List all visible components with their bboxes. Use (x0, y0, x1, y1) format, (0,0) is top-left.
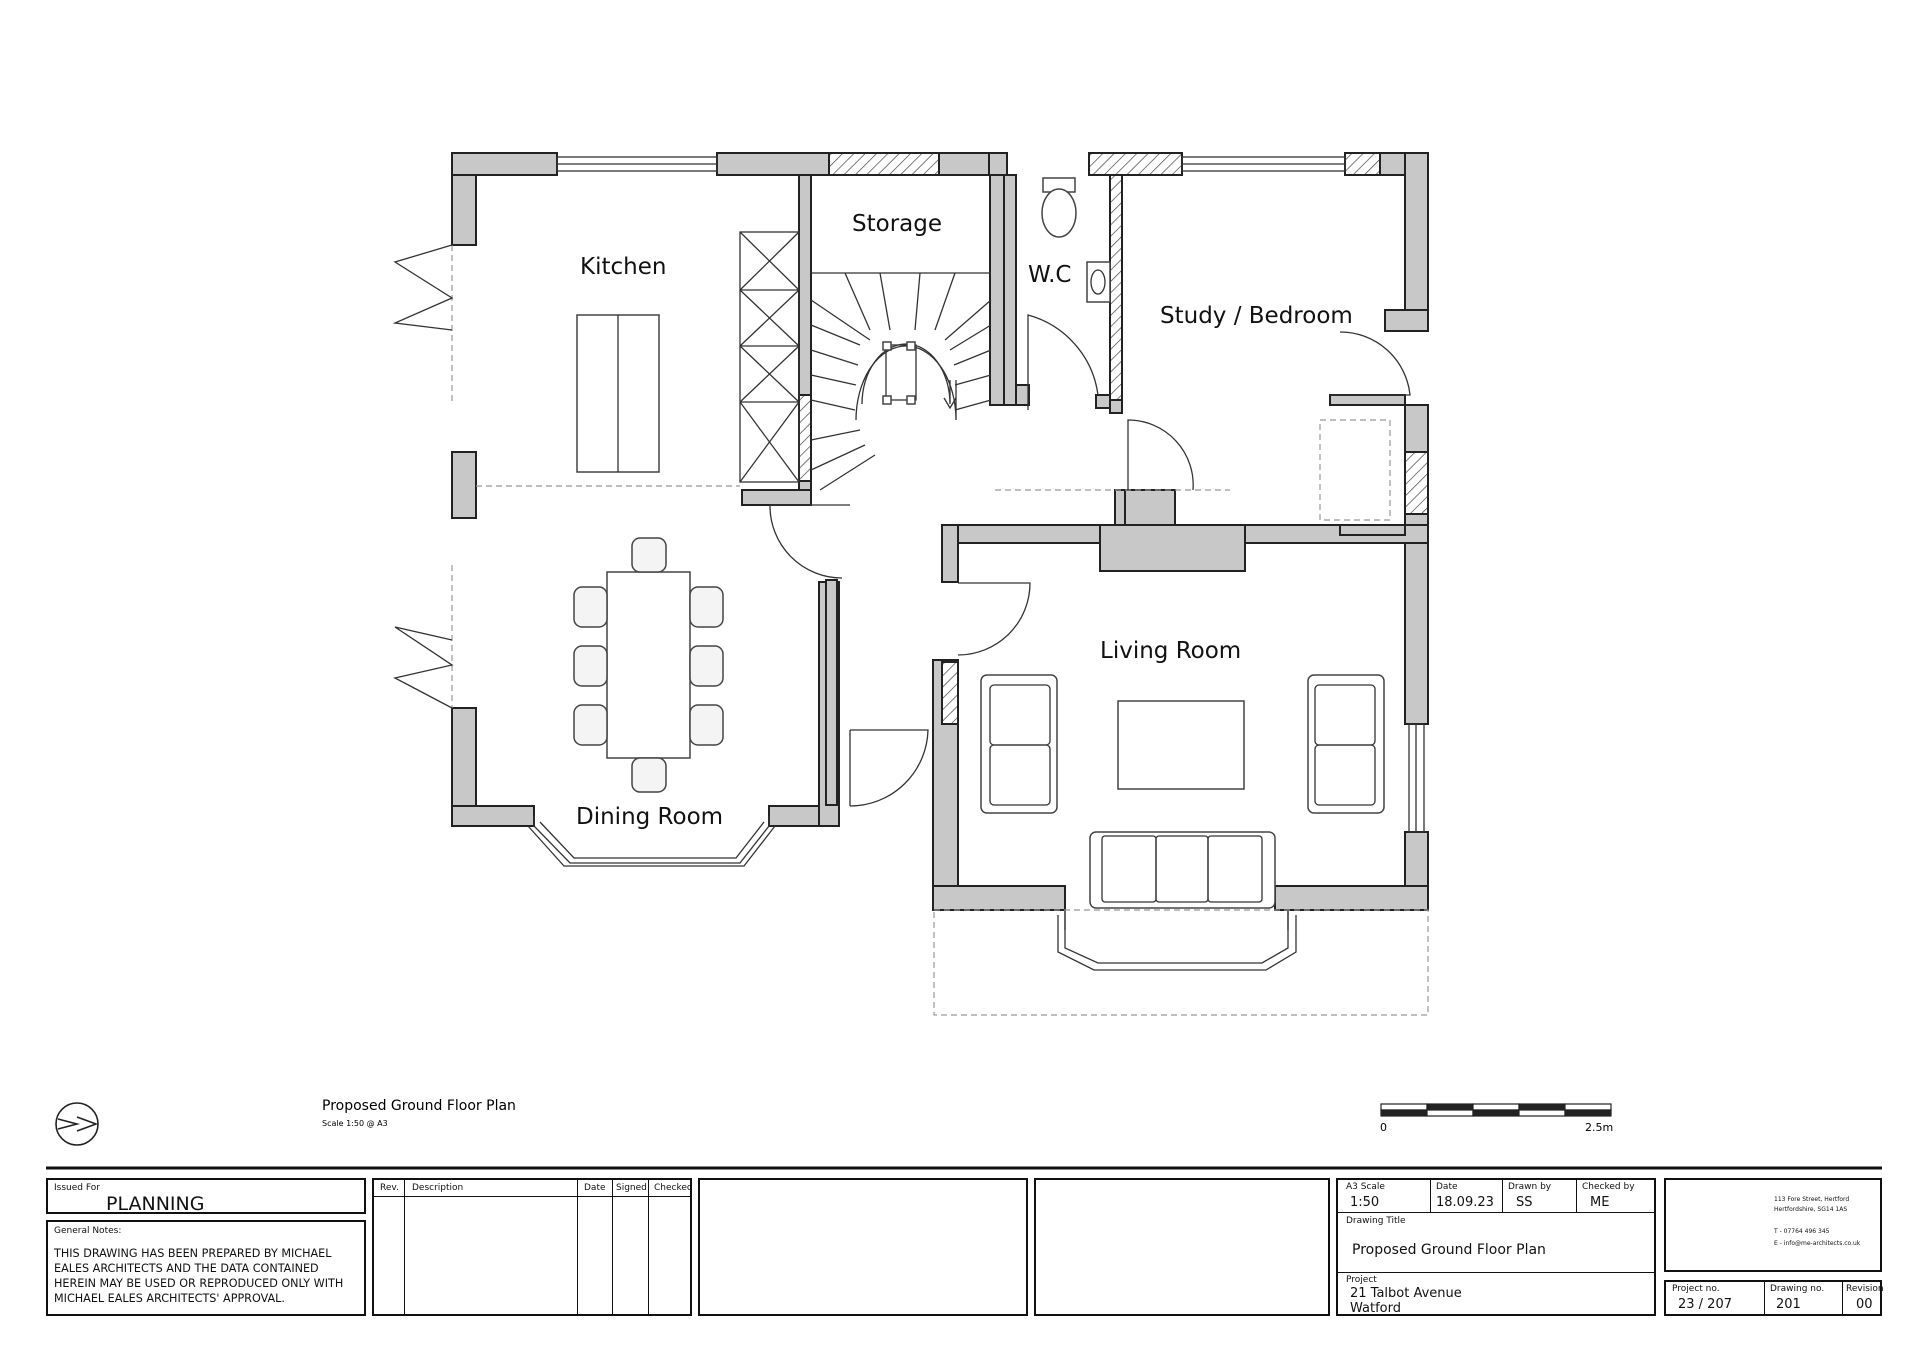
practice-details-box: 113 Fore Street, Hertford Hertfordshire,… (1664, 1178, 1882, 1272)
project-line-2: Watford (1350, 1301, 1401, 1316)
room-label-living: Living Room (1100, 638, 1241, 664)
wc-fixtures (1041, 177, 1111, 303)
room-labels: Kitchen Storage W.C Study / Bedroom Dini… (576, 211, 1353, 830)
windows (527, 156, 1425, 971)
drawn-by-value: SS (1516, 1195, 1533, 1210)
bifold-doors (392, 244, 454, 709)
internal-walls (741, 174, 1406, 806)
revision-table: Rev. Description Date Signed Checked (372, 1178, 693, 1316)
staircase (810, 272, 992, 491)
general-notes-text: THIS DRAWING HAS BEEN PREPARED BY MICHAE… (54, 1247, 344, 1305)
room-label-dining: Dining Room (576, 804, 723, 830)
drawing-no-value: 201 (1776, 1297, 1801, 1312)
revision-label: Revision (1846, 1284, 1884, 1294)
general-notes-label: General Notes: (54, 1226, 122, 1236)
door-swings (769, 314, 1411, 807)
rev-header-description: Description (412, 1183, 464, 1193)
dining-table-set (573, 537, 724, 793)
scale-bar-end: 2.5m (1585, 1121, 1613, 1134)
practice-address-2: Hertfordshire, SG14 1AS (1774, 1206, 1848, 1213)
scale-bar-start: 0 (1380, 1121, 1387, 1134)
practice-phone: T - 07764 496 345 (1774, 1228, 1830, 1235)
checked-by-label: Checked by (1582, 1182, 1635, 1192)
room-label-wc: W.C (1028, 262, 1071, 288)
project-no-value: 23 / 207 (1678, 1297, 1732, 1312)
drawing-title-label: Drawing Title (1346, 1216, 1406, 1226)
rev-header-signed: Signed (616, 1183, 647, 1193)
checked-by-value: ME (1590, 1195, 1610, 1210)
date-value: 18.09.23 (1436, 1195, 1494, 1210)
rev-header-date: Date (584, 1183, 606, 1193)
issued-for-value: PLANNING (106, 1193, 205, 1215)
project-no-label: Project no. (1672, 1284, 1720, 1294)
room-label-study: Study / Bedroom (1160, 303, 1353, 329)
project-line-1: 21 Talbot Avenue (1350, 1286, 1462, 1301)
drawn-by-label: Drawn by (1508, 1182, 1552, 1192)
blank-box-2 (1034, 1178, 1330, 1316)
project-label: Project (1346, 1275, 1377, 1285)
dashed-outlines (451, 245, 1429, 1016)
plan-caption-scale: Scale 1:50 @ A3 (322, 1119, 388, 1128)
a3-scale-value: 1:50 (1350, 1195, 1380, 1210)
issued-for-label: Issued For (54, 1183, 100, 1193)
drawing-no-label: Drawing no. (1770, 1284, 1825, 1294)
a3-scale-label: A3 Scale (1346, 1182, 1385, 1192)
practice-address-1: 113 Fore Street, Hertford (1774, 1196, 1850, 1203)
room-label-kitchen: Kitchen (580, 254, 666, 280)
drawing-info-box: A3 Scale 1:50 Date 18.09.23 Drawn by SS … (1336, 1178, 1656, 1316)
room-label-storage: Storage (852, 211, 942, 237)
revision-value: 00 (1856, 1297, 1873, 1312)
plan-caption-title: Proposed Ground Floor Plan (322, 1098, 516, 1114)
kitchen-units (576, 231, 800, 483)
rev-header-rev: Rev. (380, 1183, 399, 1193)
drawing-title-value: Proposed Ground Floor Plan (1352, 1242, 1546, 1258)
project-number-box: Project no. 23 / 207 Drawing no. 201 Rev… (1664, 1280, 1884, 1316)
north-arrow-icon (55, 1102, 99, 1146)
living-room-furniture (980, 674, 1385, 909)
issued-for-box: Issued For PLANNING (46, 1178, 366, 1215)
blank-box-1 (698, 1178, 1028, 1316)
scale-bar: 0 2.5m (1380, 1103, 1613, 1134)
general-notes-box: General Notes: THIS DRAWING HAS BEEN PRE… (46, 1220, 366, 1316)
external-walls (451, 152, 1429, 911)
practice-email: E - info@me-architects.co.uk (1774, 1240, 1861, 1247)
rev-header-checked: Checked (654, 1183, 693, 1193)
date-label: Date (1436, 1182, 1458, 1192)
